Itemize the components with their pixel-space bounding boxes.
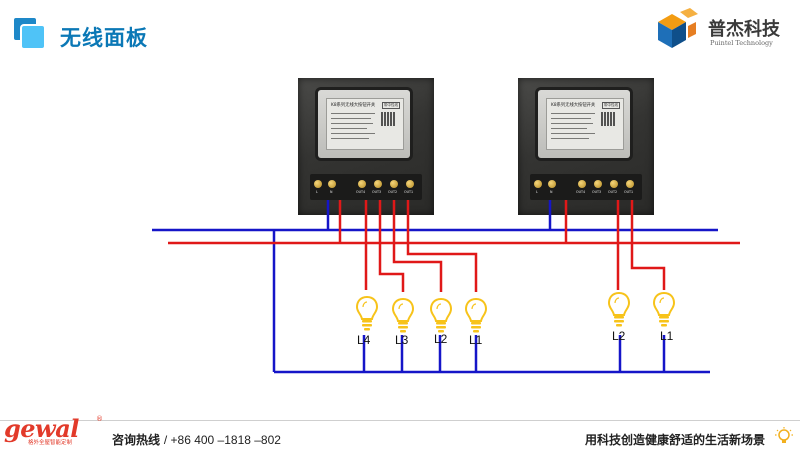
panel-1-terminal-label: OUT1: [404, 190, 414, 194]
light-bulb-icon: [607, 291, 631, 327]
brand-cube-icon: [658, 8, 698, 48]
light-bulb-icon: [652, 291, 676, 327]
panel-2-terminal-block: L N OUT4 OUT3 OUT2 OUT1: [530, 174, 642, 200]
out1-wire-panel-1: [406, 200, 478, 292]
lamp-l2-panel-2: [607, 291, 631, 328]
panel-2-terminal-label: OUT2: [608, 190, 618, 194]
panel-2-terminal-label: N: [550, 190, 553, 194]
light-bulb-icon: [429, 297, 453, 333]
panel-1-label-card: K8系列无线大按钮开关 带中性线: [326, 98, 404, 150]
panel-2-qr-code: [601, 112, 615, 126]
panel-1-terminal-label: OUT2: [388, 190, 398, 194]
panel-1-terminal-label: OUT4: [356, 190, 366, 194]
hotline-number: / +86 400 –1818 –802: [163, 433, 281, 447]
footer-hotline: 咨询热线 / +86 400 –1818 –802: [112, 431, 281, 448]
footer-divider: [0, 420, 800, 421]
hotline-label: 咨询热线: [112, 433, 161, 447]
lamp-l3: [391, 297, 415, 334]
panel-1-terminal-label: N: [330, 190, 333, 194]
live-wires: [168, 200, 740, 292]
panel-1-terminal-label: OUT3: [372, 190, 382, 194]
panel-1-terminal-label: L: [316, 190, 318, 194]
lamp-l1: [464, 297, 488, 334]
panel-2-terminal-label: OUT4: [576, 190, 586, 194]
panel-2-label-tag: 带中性线: [602, 102, 620, 109]
lightbulb-icon: [775, 427, 793, 443]
lamp-label: L1: [660, 329, 674, 343]
brand-subtitle: Puintel Technology: [710, 39, 773, 47]
lamp-label: L4: [357, 333, 371, 347]
footer-logo-subtitle: 格外全屋智能定制: [28, 440, 73, 446]
out1-wire-panel-2: [630, 200, 666, 290]
lamp-l4: [355, 295, 379, 332]
lamp-l1-panel-2: [652, 291, 676, 328]
lamp-label: L2: [434, 332, 448, 346]
lamp-label: L1: [469, 333, 483, 347]
out3-wire-panel-1: [378, 200, 405, 292]
light-bulb-icon: [391, 297, 415, 333]
panel-2-label-card: K8系列无线大按钮开关 带中性线: [546, 98, 624, 150]
panel-1-label-title: K8系列无线大按钮开关: [331, 103, 376, 108]
footer-slogan: 用科技创造健康舒适的生活新场景: [585, 433, 766, 447]
brand-logo: 普杰科技 Puintel Technology: [650, 8, 790, 54]
panel-1-label-tag: 带中性线: [382, 102, 400, 109]
out2-wire-panel-1: [392, 200, 443, 292]
panel-2-terminal-label: L: [536, 190, 538, 194]
light-bulb-icon: [464, 297, 488, 333]
panel-1-qr-code: [381, 112, 395, 126]
panel-2-terminal-label: OUT3: [592, 190, 602, 194]
panel-2-back: K8系列无线大按钮开关 带中性线: [538, 90, 630, 158]
light-bulb-icon: [355, 295, 379, 331]
page-title: 无线面板: [60, 26, 148, 50]
panel-2-terminal-label: OUT1: [624, 190, 634, 194]
title-icon: [14, 18, 46, 50]
lamp-label: L2: [612, 329, 626, 343]
switch-panel-2: K8系列无线大按钮开关 带中性线 L N OUT4 OUT3 OUT2 OUT1: [518, 78, 654, 215]
panel-2-label-title: K8系列无线大按钮开关: [551, 103, 596, 108]
panel-1-terminal-block: L N OUT4 OUT3 OUT2 OUT1: [310, 174, 422, 200]
footer-logo: gewal: [4, 414, 79, 443]
panel-1-back: K8系列无线大按钮开关 带中性线: [318, 90, 410, 158]
switch-panel-1: K8系列无线大按钮开关 带中性线 L N OUT4 OUT3 OUT2 OUT1: [298, 78, 434, 215]
registered-mark-icon: ®: [96, 415, 103, 423]
lamp-label: L3: [395, 333, 409, 347]
brand-name: 普杰科技: [708, 19, 780, 40]
neutral-wires: [152, 200, 718, 374]
lamp-l2: [429, 297, 453, 334]
